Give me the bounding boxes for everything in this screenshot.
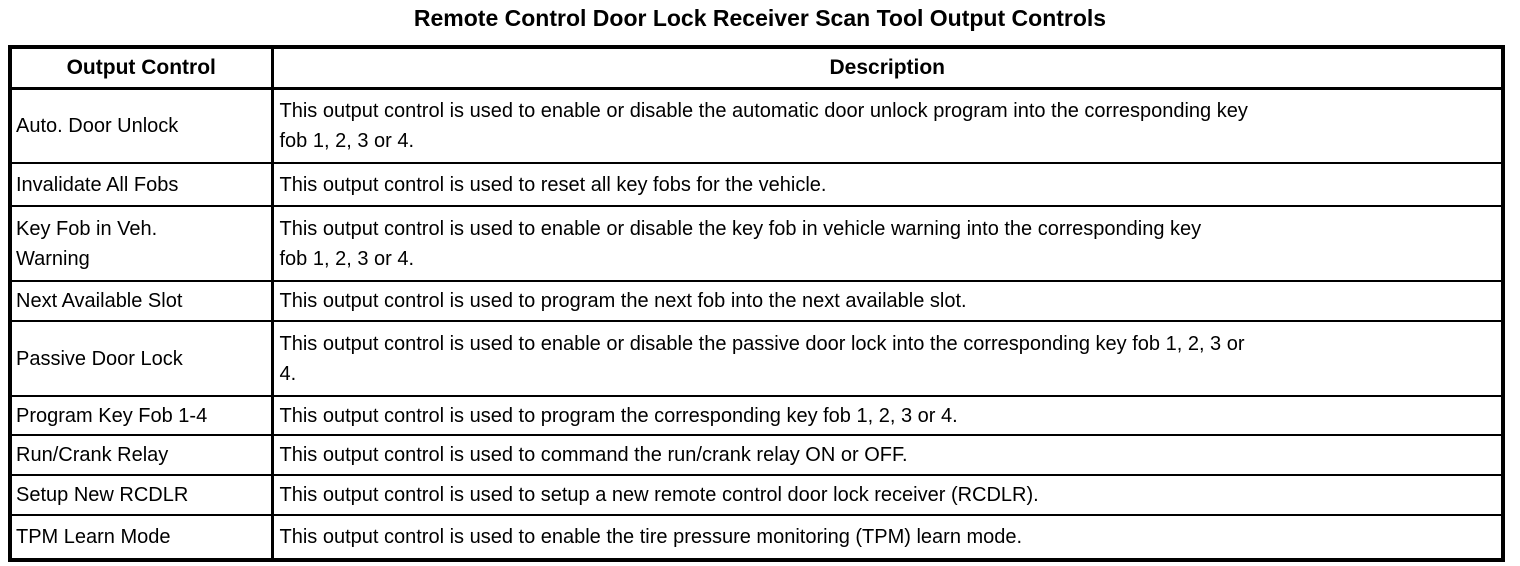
table-row: TPM Learn Mode This output control is us… [9, 514, 1504, 561]
table-row: Auto. Door Unlock This output control is… [9, 87, 1504, 164]
description-cell: This output control is used to command t… [271, 434, 1504, 476]
description-cell: This output control is used to program t… [271, 395, 1504, 436]
output-controls-table: Output Control Description Auto. Door Un… [8, 45, 1505, 562]
table-row: Setup New RCDLR This output control is u… [9, 474, 1504, 516]
description-cell: This output control is used to program t… [271, 280, 1504, 322]
description-cell: This output control is used to enable or… [271, 87, 1504, 164]
description-cell: This output control is used to setup a n… [271, 474, 1504, 516]
output-control-cell: Passive Door Lock [9, 320, 274, 397]
table-row: Invalidate All Fobs This output control … [9, 162, 1504, 207]
table-row: Next Available Slot This output control … [9, 280, 1504, 322]
output-control-cell: Program Key Fob 1-4 [9, 395, 274, 436]
output-control-cell: Key Fob in Veh. Warning [9, 205, 274, 282]
description-cell: This output control is used to reset all… [271, 162, 1504, 207]
output-control-cell: Run/Crank Relay [9, 434, 274, 476]
output-control-cell: Auto. Door Unlock [9, 87, 274, 164]
output-control-cell: Invalidate All Fobs [9, 162, 274, 207]
description-cell: This output control is used to enable or… [271, 320, 1504, 397]
column-header-description: Description [271, 46, 1504, 90]
column-header-output-control: Output Control [9, 46, 274, 90]
table-row: Passive Door Lock This output control is… [9, 320, 1504, 397]
output-control-cell: Setup New RCDLR [9, 474, 274, 516]
table-header-row: Output Control Description [9, 46, 1504, 90]
description-cell: This output control is used to enable or… [271, 205, 1504, 282]
description-cell: This output control is used to enable th… [271, 514, 1504, 561]
output-control-cell: Next Available Slot [9, 280, 274, 322]
output-control-cell: TPM Learn Mode [9, 514, 274, 561]
table-row: Program Key Fob 1-4 This output control … [9, 395, 1504, 436]
table-row: Key Fob in Veh. Warning This output cont… [9, 205, 1504, 282]
page-title: Remote Control Door Lock Receiver Scan T… [413, 5, 1107, 31]
table-row: Run/Crank Relay This output control is u… [9, 434, 1504, 476]
